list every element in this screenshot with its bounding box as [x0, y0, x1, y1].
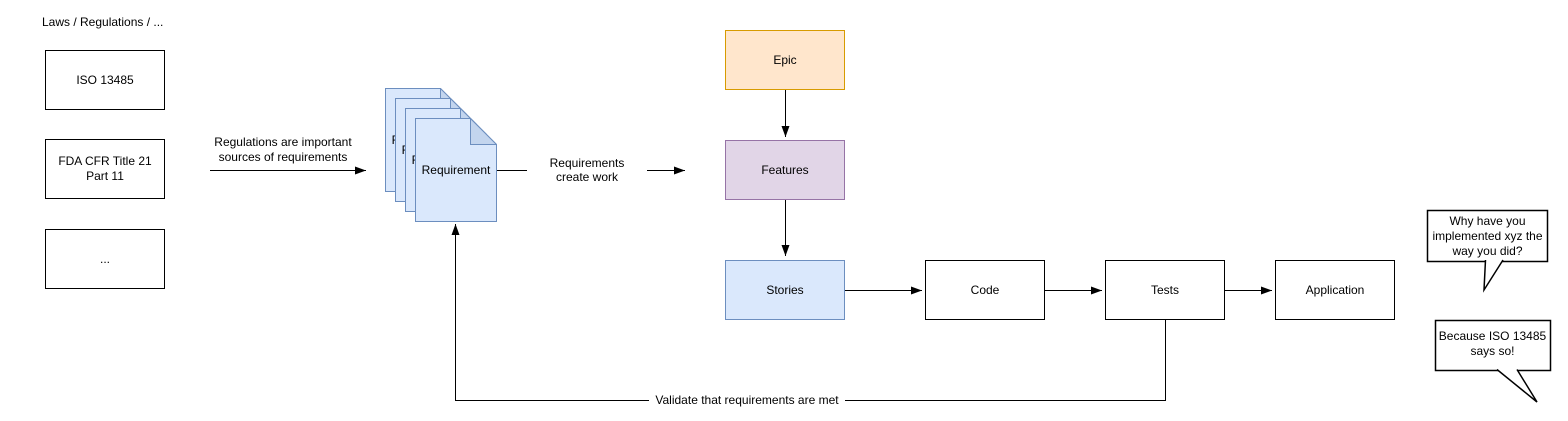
node-tests-label: Tests	[1150, 282, 1179, 297]
node-fda-cfr-label: FDA CFR Title 21 Part 11	[58, 154, 152, 183]
node-more-regulations-label: ...	[99, 251, 110, 266]
node-application-label: Application	[1305, 282, 1365, 297]
edge-label-validate-requirements: Validate that requirements are met	[649, 393, 845, 407]
node-application: Application	[1275, 260, 1395, 320]
note-shape	[415, 117, 498, 222]
speech-bubble-answer-text: Because ISO 13485 says so!	[1438, 329, 1547, 358]
node-features: Features	[725, 140, 845, 200]
node-stories-label: Stories	[766, 282, 804, 297]
edge-label-requirements-create-work: Requirements create work	[527, 156, 647, 184]
speech-bubble-question-text: Why have you implemented xyz the way you…	[1432, 214, 1543, 258]
speech-bubble-question-tail	[1483, 259, 1504, 293]
node-code: Code	[925, 260, 1045, 320]
node-fda-cfr: FDA CFR Title 21 Part 11	[45, 139, 165, 199]
node-stories: Stories	[725, 260, 845, 320]
node-epic: Epic	[725, 30, 845, 90]
node-features-label: Features	[761, 162, 809, 177]
node-iso-13485: ISO 13485	[45, 50, 165, 110]
node-more-regulations: ...	[45, 229, 165, 289]
node-code-label: Code	[970, 282, 1000, 297]
requirement-note-label: Requirement	[421, 163, 491, 177]
node-tests: Tests	[1105, 260, 1225, 320]
node-epic-label: Epic	[773, 52, 797, 67]
speech-bubble-answer-tail	[1496, 368, 1538, 403]
requirement-note-front: Requirement	[415, 117, 498, 222]
edge-label-regulations-to-requirement: Regulations are important sources of req…	[214, 135, 352, 164]
node-iso-13485-label: ISO 13485	[76, 72, 134, 87]
laws-section-title: Laws / Regulations / ...	[42, 15, 164, 29]
